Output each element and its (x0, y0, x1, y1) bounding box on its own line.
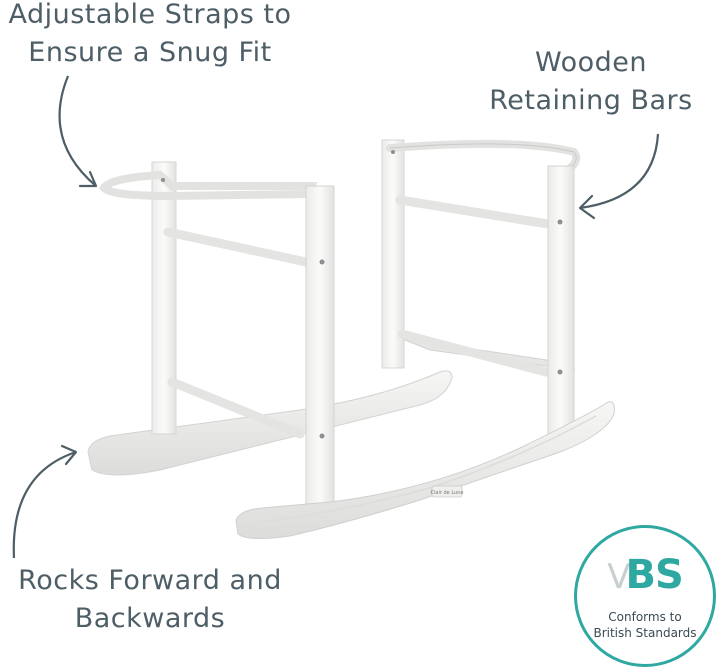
rocks-callout: Rocks Forward and Backwards (0, 562, 300, 638)
left-front-post (305, 185, 335, 505)
brand-label-text: Clair de Lune (431, 490, 464, 496)
rocks-arrowhead (60, 444, 78, 466)
bars-callout: Wooden Retaining Bars (486, 44, 696, 120)
upper-left-dowel (163, 227, 311, 267)
badge-line-2: British Standards (593, 626, 697, 640)
bars-callout-line-1: Wooden (534, 47, 647, 78)
upper-right-dowel (395, 195, 553, 229)
screw (557, 369, 563, 375)
lower-left-dowel (167, 377, 305, 439)
rocks-callout-line-1: Rocks Forward and (18, 565, 282, 596)
right-front-post (547, 165, 575, 435)
straps-arrowhead (78, 170, 98, 188)
front-rocker (235, 401, 615, 540)
bars-arrow (579, 133, 660, 210)
screw (391, 150, 395, 154)
bs-mark: VBS (577, 552, 713, 598)
bars-arrowhead (578, 194, 596, 220)
rocks-arrow (12, 450, 77, 559)
badge-line-1: Conforms to (608, 610, 682, 624)
straps-callout: Adjustable Straps to Ensure a Snug Fit (0, 0, 300, 72)
straps-callout-line-1: Adjustable Straps to (8, 0, 292, 30)
straps-callout-line-2: Ensure a Snug Fit (28, 37, 272, 68)
rocks-callout-line-2: Backwards (74, 603, 226, 634)
right-retaining-bar-edge (389, 143, 577, 169)
bs-mark-letters: BS (625, 552, 683, 598)
brand-label-tag (431, 485, 463, 498)
screw (319, 433, 325, 439)
screw (161, 178, 165, 182)
left-rear-post (151, 161, 177, 435)
bars-callout-line-2: Retaining Bars (489, 85, 693, 116)
lower-right-dowel (397, 329, 551, 377)
left-retaining-bar (98, 170, 318, 201)
screw (557, 219, 563, 225)
screw (319, 259, 325, 265)
british-standards-badge: VBS Conforms to British Standards (574, 525, 716, 667)
straps-arrow (58, 75, 97, 187)
front-rocker-groove (261, 415, 597, 523)
bs-mark-check: V (607, 557, 630, 597)
